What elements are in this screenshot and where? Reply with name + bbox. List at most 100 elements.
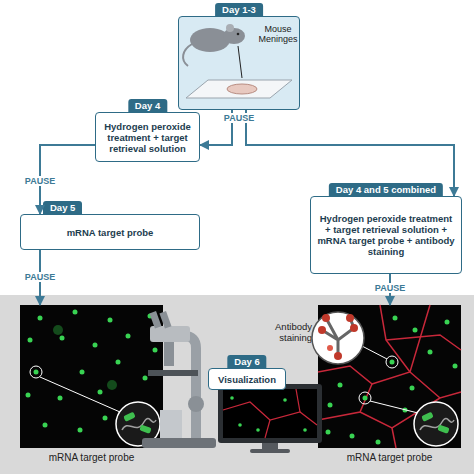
probe-image-left bbox=[122, 419, 156, 430]
mouse-illustration bbox=[226, 24, 234, 32]
day-tab: Day 5 bbox=[43, 201, 82, 215]
microscope-illustration bbox=[142, 438, 216, 448]
antibody-image-right bbox=[403, 408, 408, 413]
monitor-illustration bbox=[250, 449, 290, 453]
step-text: Hydrogen peroxide treatment + target ret… bbox=[311, 211, 461, 259]
microscope-illustration bbox=[164, 342, 174, 366]
antibody-image-right bbox=[370, 401, 418, 413]
probe-image-left bbox=[58, 396, 63, 401]
antibody-image-right bbox=[360, 398, 440, 428]
probe-image-left bbox=[53, 325, 63, 335]
probe-image-left bbox=[40, 377, 120, 412]
antibody-image-right bbox=[390, 360, 395, 365]
monitor-illustration bbox=[238, 423, 242, 427]
day-tab: Day 4 bbox=[128, 99, 167, 113]
microscope-illustration bbox=[166, 336, 196, 438]
antibody-image-right bbox=[410, 386, 415, 391]
antibody-image-right bbox=[322, 314, 330, 322]
slide-illustration bbox=[186, 80, 292, 98]
antibody-image-right bbox=[326, 430, 331, 435]
slide-illustration bbox=[186, 80, 292, 98]
probe-image-left bbox=[60, 336, 65, 341]
flow-arrow bbox=[39, 250, 41, 305]
pause-label: PAUSE bbox=[222, 113, 256, 123]
monitor-illustration bbox=[230, 396, 234, 400]
probe-image-left bbox=[20, 305, 163, 448]
antibody-image-right bbox=[421, 412, 434, 422]
probe-image-left bbox=[73, 310, 78, 315]
mouse-illustration bbox=[183, 24, 245, 78]
antibody-image-right bbox=[428, 350, 433, 355]
flow-arrow bbox=[389, 274, 391, 305]
antibody-image-right bbox=[363, 396, 368, 401]
antibody-image-right bbox=[414, 402, 458, 446]
probe-image-left bbox=[93, 343, 98, 348]
probe-image-left bbox=[38, 316, 43, 321]
panel-caption: Antibody staining bbox=[250, 321, 312, 343]
day-tab: Day 6 bbox=[227, 355, 266, 369]
grey-panel bbox=[0, 295, 474, 474]
antibody-image-right bbox=[386, 356, 398, 368]
probe-image-left bbox=[103, 416, 108, 421]
antibody-image-right bbox=[327, 345, 333, 351]
antibody-image-right bbox=[359, 392, 371, 404]
panel-caption: mRNA target probe bbox=[10, 452, 173, 464]
slide-illustration bbox=[227, 84, 257, 94]
image-panel: mRNA target probe bbox=[20, 305, 163, 448]
antibody-image-right bbox=[350, 324, 358, 332]
probe-image-left bbox=[116, 360, 121, 365]
monitor-illustration bbox=[262, 443, 278, 449]
step-box: Day 4 and 5 combinedHydrogen peroxide tr… bbox=[310, 196, 462, 274]
step-text: Hydrogen peroxide treatment + target ret… bbox=[96, 119, 199, 156]
antibody-image-right bbox=[318, 366, 372, 420]
monitor-illustration bbox=[218, 384, 322, 453]
mouse-illustration bbox=[223, 28, 245, 44]
antibody-image-right bbox=[445, 320, 450, 325]
monitor-illustration bbox=[265, 420, 270, 438]
antibody-image-right bbox=[413, 328, 418, 333]
antibody-image-right bbox=[437, 424, 449, 433]
monitor-illustration bbox=[303, 428, 307, 432]
probe-image-left bbox=[28, 338, 33, 343]
day-tab: Day 1-3 bbox=[215, 3, 263, 17]
probe-image-left bbox=[108, 318, 113, 323]
antibody-image-right bbox=[350, 434, 355, 439]
microscope-illustration bbox=[149, 311, 161, 328]
pause-label: PAUSE bbox=[23, 272, 57, 282]
microscope-illustration bbox=[142, 311, 216, 448]
antibody-image-right bbox=[376, 440, 381, 445]
monitor-illustration bbox=[283, 398, 287, 402]
microscope-illustration bbox=[160, 410, 182, 438]
probe-image-left bbox=[116, 402, 160, 446]
antibody-image-right bbox=[318, 326, 326, 334]
monitor-illustration bbox=[223, 402, 317, 425]
antibody-image-right bbox=[380, 305, 410, 372]
step-text: Visualization bbox=[213, 372, 281, 387]
antibody-image-right bbox=[362, 346, 387, 359]
panel-caption: mRNA target probe bbox=[308, 452, 471, 464]
antibody-image-right bbox=[420, 419, 454, 430]
probe-image-left bbox=[98, 390, 103, 395]
probe-image-left bbox=[126, 334, 131, 339]
antibody-image-right bbox=[312, 312, 364, 364]
probe-image-left bbox=[34, 370, 39, 375]
probe-image-left bbox=[139, 424, 151, 433]
antibody-image-right bbox=[334, 352, 342, 360]
flow-arrow bbox=[200, 110, 232, 145]
flow-arrow bbox=[40, 145, 95, 214]
step-box: Day 1-3 bbox=[178, 16, 300, 110]
antibody-image-right bbox=[328, 403, 333, 408]
mouse-illustration bbox=[190, 28, 230, 52]
day-tab: Day 4 and 5 combined bbox=[329, 183, 443, 197]
antibody-image-right bbox=[386, 335, 461, 350]
monitor-illustration bbox=[218, 384, 322, 443]
probe-image-left bbox=[20, 305, 163, 448]
microscope-illustration bbox=[159, 311, 171, 328]
monitor-illustration bbox=[223, 389, 317, 438]
antibody-image-right bbox=[372, 305, 430, 384]
antibody-image-right bbox=[393, 316, 398, 321]
probe-image-left bbox=[80, 370, 85, 375]
flow-arrow bbox=[246, 110, 454, 196]
antibody-image-right bbox=[410, 372, 461, 398]
